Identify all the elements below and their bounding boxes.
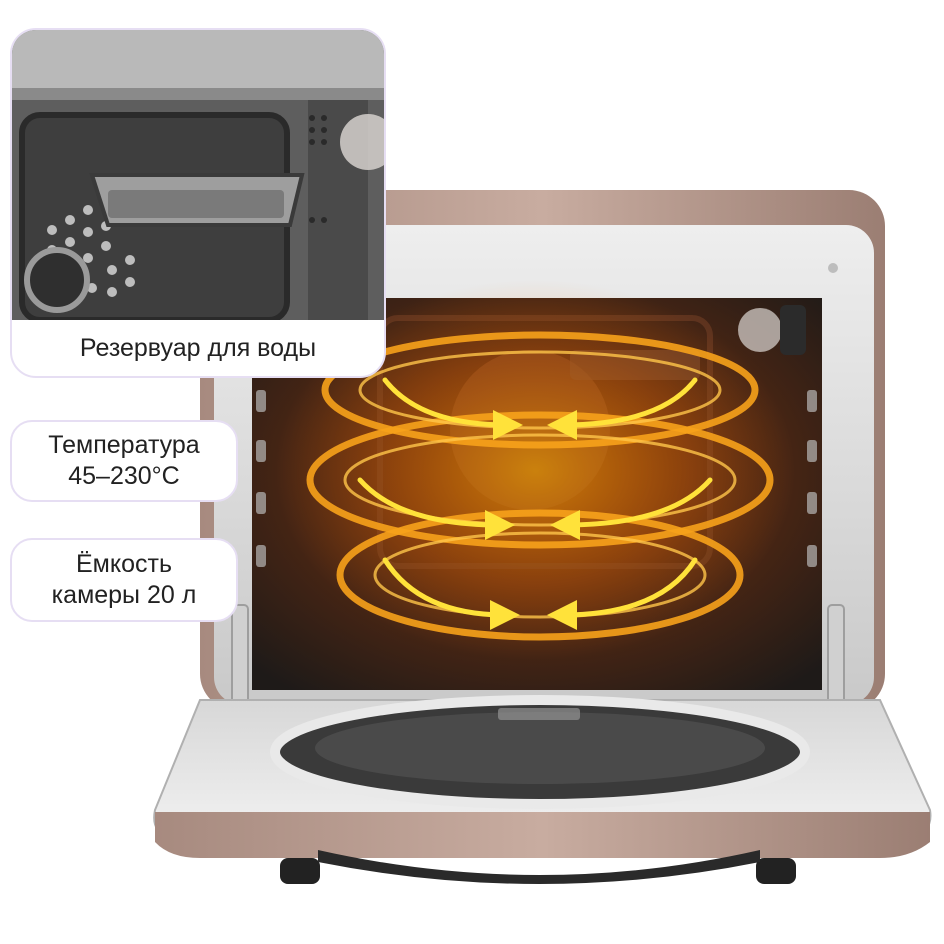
- door-hinges: [231, 604, 845, 716]
- temperature-range: 45–230°С: [68, 462, 180, 490]
- capacity-callout: Ёмкость камеры 20 л: [10, 538, 238, 622]
- water-tank-callout: Резервуар для воды: [10, 28, 386, 378]
- oven-feet: [280, 850, 796, 884]
- temperature-label: Температура: [48, 431, 200, 459]
- temperature-callout: Температура 45–230°С: [10, 420, 238, 502]
- capacity-value: камеры 20 л: [51, 581, 197, 609]
- water-tank-closeup: [12, 30, 384, 320]
- heat-flow-icon: [275, 280, 795, 660]
- water-tank-label: Резервуар для воды: [79, 333, 317, 362]
- arrow-icon: [357, 377, 713, 630]
- oven-door: [153, 695, 932, 858]
- capacity-label: Ёмкость: [76, 550, 172, 578]
